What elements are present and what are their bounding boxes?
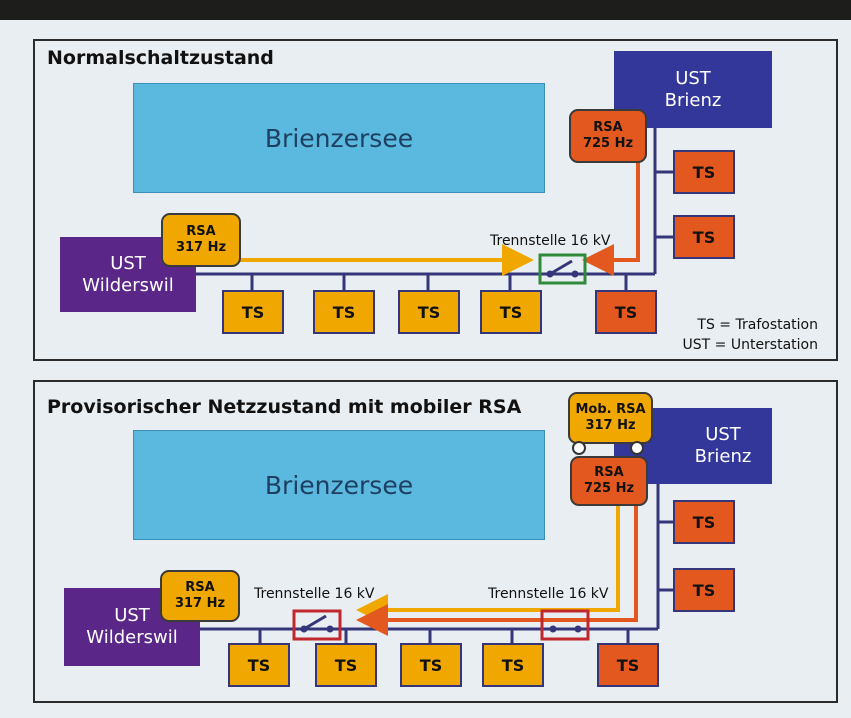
ust-wilderswil-2-line1: UST (114, 605, 150, 627)
ust-wilderswil-line1: UST (110, 252, 146, 274)
trennstelle-label: Trennstelle 16 kV (490, 233, 611, 249)
legend-ts: TS = Trafostation (697, 317, 818, 333)
ts-station-red: TS (673, 150, 735, 194)
ust-wilderswil-line2: Wilderswil (82, 274, 174, 296)
legend-ust: UST = Unterstation (682, 336, 818, 353)
ts-station: TS (480, 290, 542, 334)
rsa-725-line1: RSA (593, 119, 623, 135)
mobile-rsa-line2: 317 Hz (585, 418, 636, 433)
signal-arrow-725-2 (356, 505, 638, 636)
ts-station-red: TS (673, 500, 735, 544)
ts-station-red: TS (595, 290, 657, 334)
mobile-rsa-317hz: Mob. RSA 317 Hz (568, 392, 653, 444)
ts-station-red: TS (673, 568, 735, 612)
trennstelle-label-right: Trennstelle 16 kV (488, 586, 609, 602)
rsa-725-2-line2: 725 Hz (583, 481, 635, 496)
rsa-317-line1: RSA (186, 223, 216, 239)
rsa-725-line2: 725 Hz (582, 136, 634, 151)
rsa-317hz-2: RSA 317 Hz (160, 570, 240, 622)
lake-brienzersee: Brienzersee (133, 83, 545, 193)
trennstelle-switch-left (292, 609, 342, 641)
rsa-317-2-line1: RSA (185, 579, 215, 595)
panel2-title: Provisorischer Netzzustand mit mobiler R… (47, 396, 522, 418)
wheel-icon (630, 441, 644, 455)
signal-arrow-725 (582, 162, 640, 276)
ts-station-red: TS (673, 215, 735, 259)
ust-brienz-2-line2: Brienz (694, 446, 752, 467)
trennstelle-switch-right (540, 609, 590, 641)
rsa-725-2-line1: RSA (594, 464, 624, 480)
ts-station: TS (222, 290, 284, 334)
ts-station: TS (228, 643, 290, 687)
ust-brienz-line1: UST (675, 67, 711, 89)
lake-brienzersee-2: Brienzersee (133, 430, 545, 540)
legend: TS = Trafostation UST = Unterstation (683, 316, 818, 355)
ust-wilderswil-2: UST Wilderswil (64, 588, 200, 666)
rsa-317-line2: 317 Hz (175, 240, 227, 255)
rsa-725hz: RSA 725 Hz (569, 109, 647, 163)
ust-wilderswil-2-line2: Wilderswil (86, 627, 178, 648)
rsa-317-2-line2: 317 Hz (174, 596, 226, 611)
ts-station: TS (315, 643, 377, 687)
panel1-title: Normalschaltzustand (47, 47, 274, 69)
ts-station: TS (398, 290, 460, 334)
ust-brienz-2-line1: UST (705, 424, 741, 446)
trennstelle-label-left: Trennstelle 16 kV (254, 586, 375, 602)
ts-station: TS (482, 643, 544, 687)
ts-station-red: TS (597, 643, 659, 687)
top-bar (0, 0, 851, 20)
ts-station: TS (400, 643, 462, 687)
mobile-rsa-line1: Mob. RSA (575, 401, 646, 417)
trennstelle-switch-1 (538, 253, 587, 285)
ust-brienz-line2: Brienz (664, 89, 722, 111)
wheel-icon (572, 441, 586, 455)
rsa-725hz-2: RSA 725 Hz (570, 456, 648, 506)
ts-station: TS (313, 290, 375, 334)
rsa-317hz: RSA 317 Hz (161, 213, 241, 267)
